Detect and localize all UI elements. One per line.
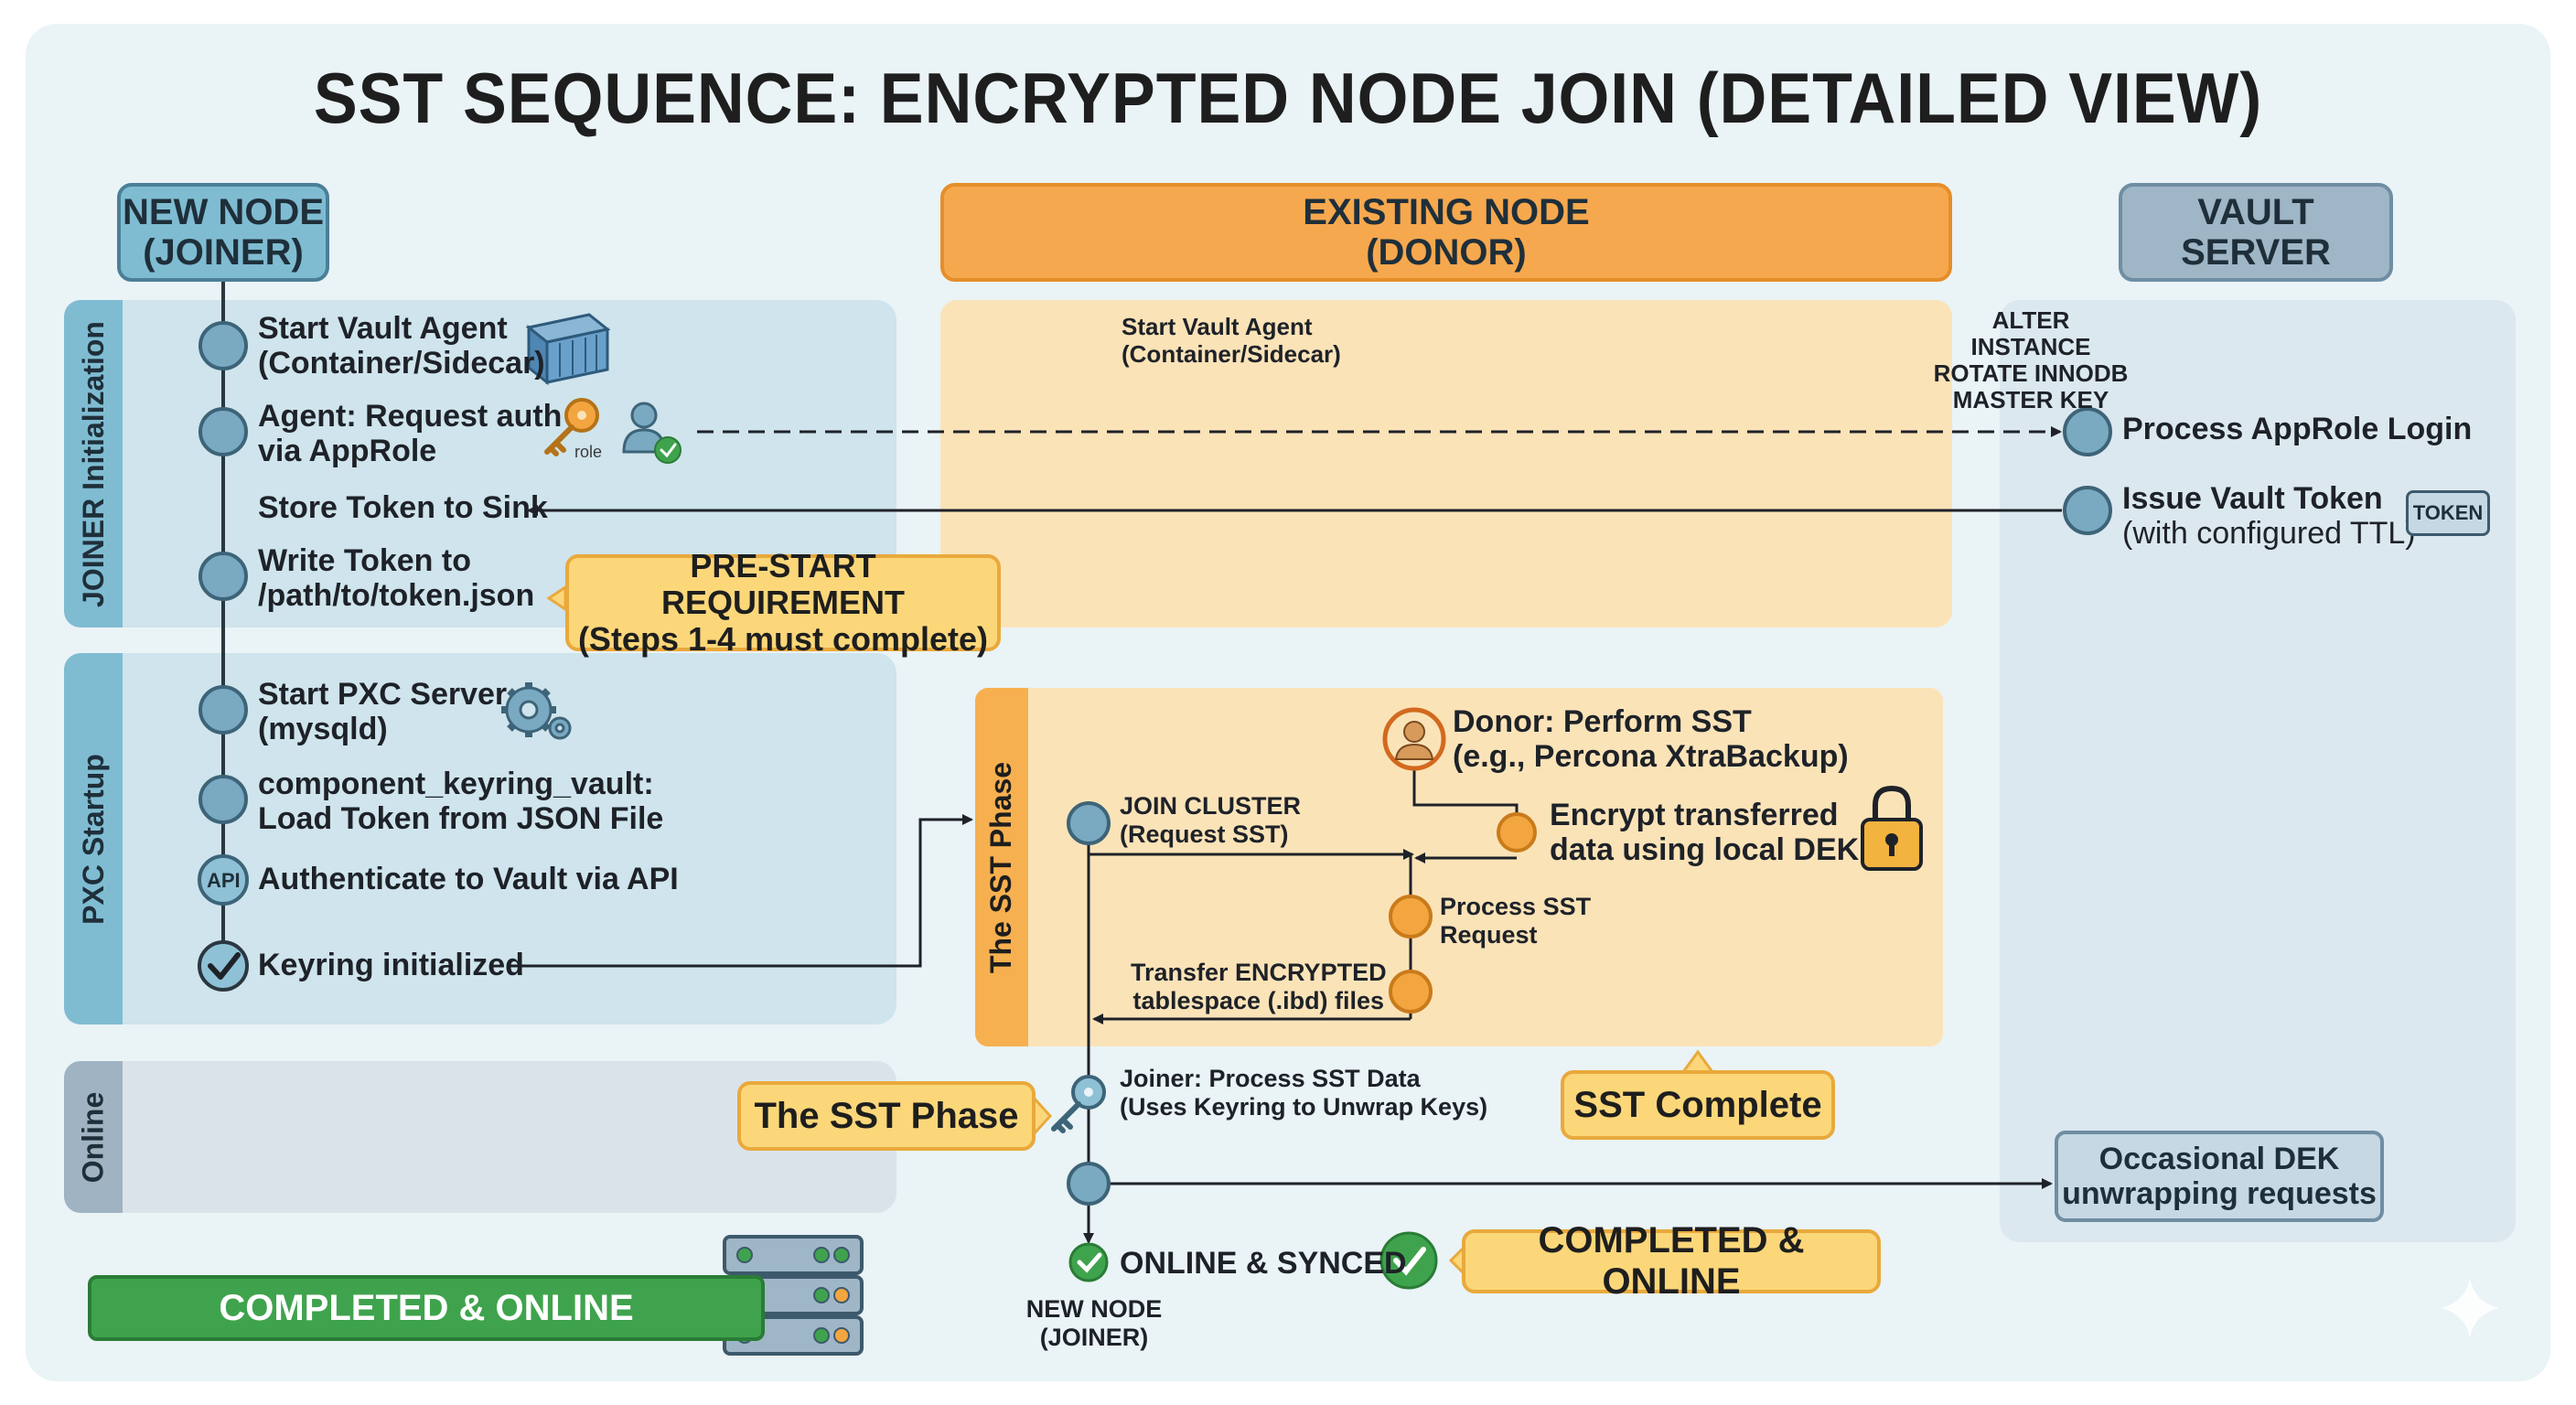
lane-header-donor: EXISTING NODE (DONOR) <box>940 183 1952 282</box>
step-store-token: Store Token to Sink <box>258 490 548 525</box>
role-label: role <box>574 443 603 461</box>
vault-step-nodes <box>2063 407 2112 535</box>
step-keyring-initialized: Keyring initialized <box>258 948 524 982</box>
step-start-vault-agent: Start Vault Agent (Container/Sidecar) <box>258 311 545 381</box>
completed-online-bar: COMPLETED & ONLINE <box>88 1275 765 1341</box>
donor-perform-sst: Donor: Perform SST (e.g., Percona XtraBa… <box>1453 704 1849 774</box>
online-label: Online <box>64 1061 123 1213</box>
sst-phase-callout: The SST Phase <box>737 1081 1036 1151</box>
joiner-process-sst: Joiner: Process SST Data (Uses Keyring t… <box>1120 1065 1488 1121</box>
donor-init-band <box>940 300 1952 627</box>
alter-instance-note: ALTER INSTANCE ROTATE INNODB MASTER KEY <box>1933 306 2129 413</box>
step-start-pxc: Start PXC Server (mysqld) <box>258 677 508 746</box>
step-keyring-vault: component_keyring_vault: Load Token from… <box>258 767 664 836</box>
vault-band <box>2000 300 2516 1242</box>
api-badge-label: API <box>207 869 241 892</box>
online-check-icon <box>1068 1242 1109 1282</box>
joiner-init-label: JOINER Initialization <box>64 300 123 627</box>
sst-complete-pointer <box>1680 1049 1715 1074</box>
keyring-check-node <box>198 940 249 992</box>
sparkle-icon <box>2441 1279 2499 1337</box>
encrypt-transferred: Encrypt transferred data using local DEK <box>1550 798 1860 867</box>
dek-requests-box: Occasional DEK unwrapping requests <box>2055 1131 2384 1222</box>
online-synced-label: ONLINE & SYNCED <box>1120 1246 1407 1281</box>
donor-arrow-down <box>1412 767 1519 825</box>
vault-approle-login: Process AppRole Login <box>2122 412 2473 446</box>
completed-check-icon <box>1379 1231 1438 1290</box>
page-title: SST SEQUENCE: ENCRYPTED NODE JOIN (DETAI… <box>313 58 2263 138</box>
joiner-key-icon <box>1051 1075 1106 1133</box>
padlock-icon <box>1861 785 1923 871</box>
api-node <box>198 854 249 906</box>
sst-phase-box <box>975 688 1943 1046</box>
process-sst-node <box>1389 895 1433 938</box>
user-check-icon <box>622 402 682 464</box>
transfer-encrypted-step: Transfer ENCRYPTED tablespace (.ibd) fil… <box>1131 959 1387 1014</box>
pre-start-callout: PRE-START REQUIREMENT (Steps 1-4 must co… <box>565 548 1001 658</box>
donor-start-vault-agent: Start Vault Agent (Container/Sidecar) <box>1122 313 1341 368</box>
step-write-token: Write Token to /path/to/token.json <box>258 543 535 613</box>
pxc-startup-label: PXC Startup <box>64 653 123 1024</box>
lane-header-new-node: NEW NODE (JOINER) <box>117 183 329 282</box>
sst-phase-label: The SST Phase <box>975 688 1028 1046</box>
completed-online-callout: COMPLETED & ONLINE <box>1462 1220 1881 1302</box>
new-node-footer-label: NEW NODE (JOINER) <box>1025 1295 1163 1351</box>
step-request-auth: Agent: Request auth via AppRole <box>258 399 563 468</box>
vault-issue-token-ttl: (with configured TTL) <box>2122 516 2416 551</box>
pre-start-pointer <box>546 585 567 612</box>
lane-header-vault: VAULT SERVER <box>2119 183 2393 282</box>
token-badge: TOKEN <box>2406 490 2490 536</box>
container-icon <box>525 313 611 386</box>
joiner-step-nodes <box>199 321 248 824</box>
join-cluster-node <box>1067 801 1111 845</box>
donor-avatar-icon <box>1382 707 1446 771</box>
online-node <box>1067 1162 1111 1206</box>
key-icon <box>544 398 599 456</box>
vault-issue-token: Issue Vault Token <box>2122 481 2383 516</box>
gear-icon <box>501 682 572 740</box>
keyring-to-sst-arrow <box>507 814 973 968</box>
process-sst-step: Process SST Request <box>1440 893 1592 949</box>
sst-complete-callout: SST Complete <box>1561 1070 1835 1140</box>
sst-phase-pointer <box>1032 1094 1053 1138</box>
step-authenticate: Authenticate to Vault via API <box>258 862 679 896</box>
join-cluster-step: JOIN CLUSTER (Request SST) <box>1120 792 1302 848</box>
transfer-node <box>1389 970 1433 1014</box>
encrypt-node <box>1497 812 1537 853</box>
